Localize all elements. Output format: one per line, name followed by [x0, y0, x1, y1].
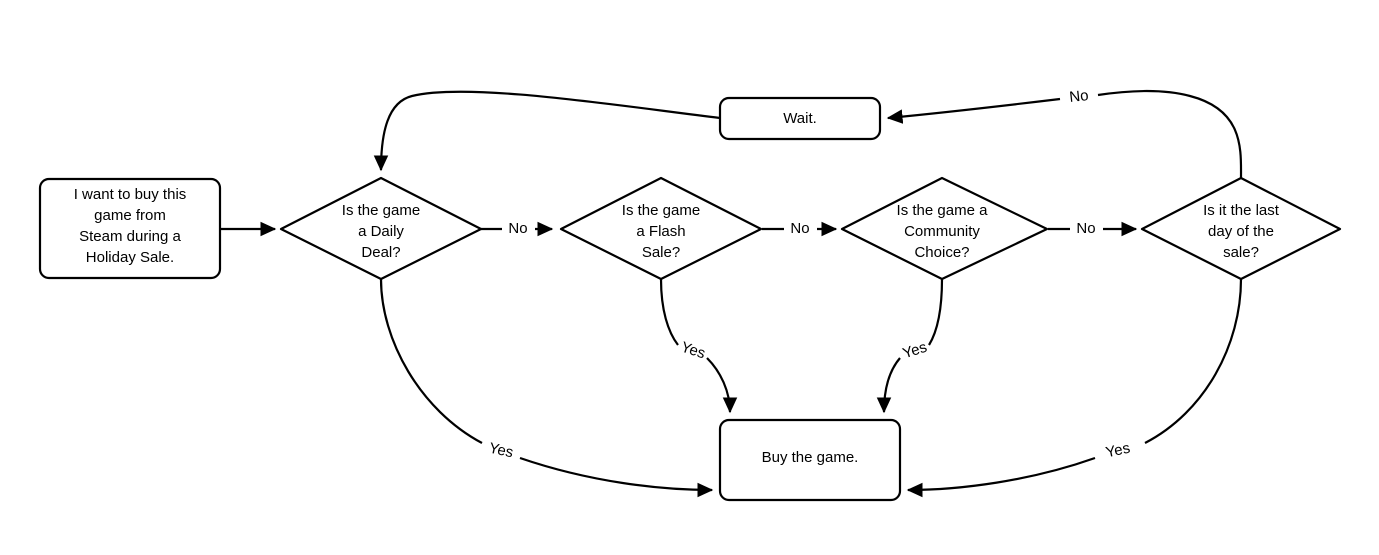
edge-label-lastday-no: No: [1069, 87, 1090, 106]
edge-daily-yes-upper: [379, 278, 483, 444]
daily-deal-diamond-shape: [279, 176, 483, 281]
last-day-line-2: day of the: [1208, 223, 1274, 240]
wait-box-label: Wait.: [783, 110, 817, 127]
start-box-line-1: I want to buy this: [74, 186, 187, 203]
edge-label-community-no: No: [1076, 220, 1095, 237]
edge-label-daily-no: No: [508, 220, 527, 237]
node-last-day: Is it the last day of the sale?: [1140, 176, 1342, 281]
node-start: I want to buy this game from Steam durin…: [38, 177, 222, 280]
edge-daily-yes-to-buy: [519, 456, 714, 498]
edge-flash-yes-upper: [659, 278, 679, 346]
start-box-line-4: Holiday Sale.: [86, 249, 174, 266]
community-choice-line-2: Community: [904, 223, 980, 240]
node-wait: Wait.: [718, 96, 882, 141]
edge-lastday-no-upper-right: [1097, 89, 1243, 179]
community-choice-diamond-shape: [840, 176, 1049, 281]
edge-lastday-yes-upper: [1144, 278, 1243, 444]
edge-community-yes-to-buy: [876, 357, 901, 414]
daily-deal-line-1: Is the game: [342, 202, 420, 219]
start-box-shape: [38, 177, 222, 280]
community-choice-line-1: Is the game a: [897, 202, 989, 219]
buy-box-shape: [718, 418, 902, 502]
edge-label-daily-yes: Yes: [487, 440, 514, 462]
node-buy: Buy the game.: [718, 418, 902, 502]
last-day-line-1: Is it the last: [1203, 202, 1280, 219]
flash-sale-line-1: Is the game: [622, 202, 700, 219]
community-choice-line-3: Choice?: [914, 244, 969, 261]
edge-lastday-no-to-wait: [886, 97, 1061, 124]
daily-deal-line-2: a Daily: [358, 223, 404, 240]
node-flash-sale: Is the game a Flash Sale?: [559, 176, 763, 281]
last-day-line-3: sale?: [1223, 244, 1259, 261]
start-box-line-2: game from: [94, 207, 166, 224]
edge-community-yes-upper: [928, 278, 944, 346]
wait-box-shape: [718, 96, 882, 141]
edge-label-flash-yes: Yes: [679, 339, 708, 363]
flash-sale-diamond-shape: [559, 176, 763, 281]
node-daily-deal: Is the game a Daily Deal?: [279, 176, 483, 281]
buy-box-label: Buy the game.: [762, 449, 859, 466]
edge-flash-yes-to-buy: [706, 357, 738, 414]
last-day-diamond-shape: [1140, 176, 1342, 281]
edge-label-lastday-yes: Yes: [1104, 440, 1131, 462]
edge-lastday-yes-to-buy: [906, 456, 1096, 498]
start-box-line-3: Steam during a: [79, 228, 181, 245]
flash-sale-line-3: Sale?: [642, 244, 680, 261]
edge-wait-to-daily: [373, 90, 721, 172]
daily-deal-line-3: Deal?: [361, 244, 400, 261]
edge-label-flash-no: No: [790, 220, 809, 237]
flash-sale-line-2: a Flash: [636, 223, 685, 240]
node-community-choice: Is the game a Community Choice?: [840, 176, 1049, 281]
edge-label-community-yes: Yes: [901, 339, 930, 363]
